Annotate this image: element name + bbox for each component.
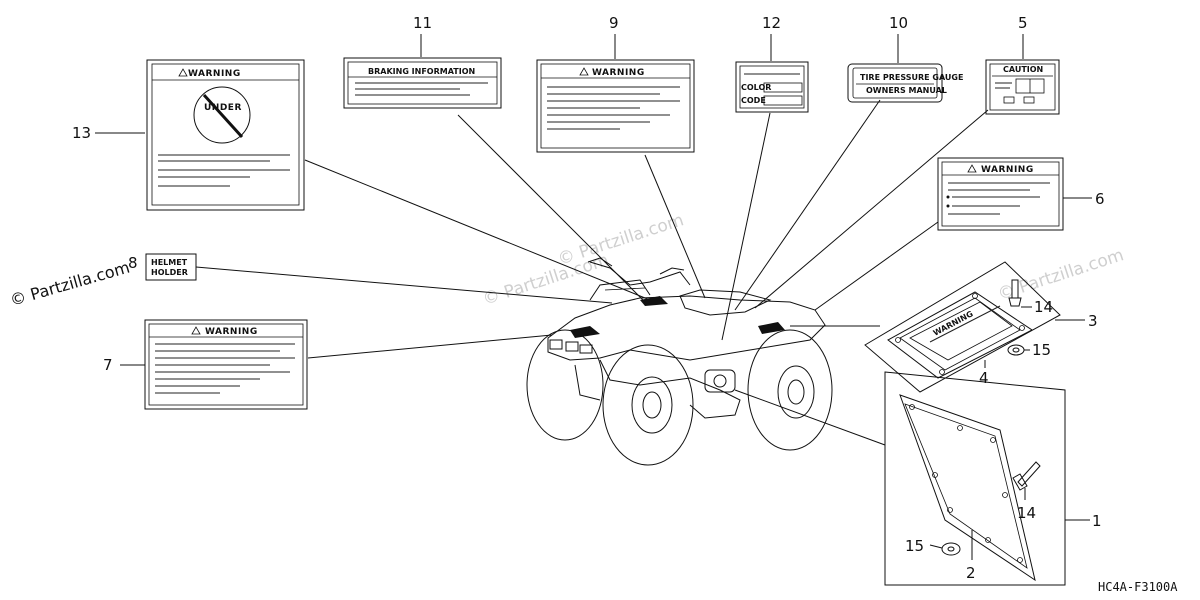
warning-label-7: WARNING: [144, 319, 308, 410]
warning-label-13: WARNING UNDER: [146, 59, 305, 211]
callout-9: 9: [609, 14, 619, 32]
bracket-assembly-1: [884, 371, 1066, 586]
callout-14-bottom: 14: [1017, 504, 1036, 522]
warning-label-6: WARNING: [937, 157, 1064, 231]
under-text: UNDER: [204, 103, 242, 113]
callout-2: 2: [966, 564, 976, 582]
warning-caption: WARNING: [592, 68, 645, 78]
holder-caption: HOLDER: [151, 268, 188, 277]
leader-lines: [95, 34, 1092, 560]
callout-15-top: 15: [1032, 341, 1051, 359]
warning-caption: WARNING: [981, 165, 1034, 175]
caution-caption: CAUTION: [1003, 65, 1043, 74]
tire-caption: TIRE PRESSURE GAUGE: [860, 73, 963, 82]
braking-info-label-11: BRAKING INFORMATION: [343, 57, 502, 109]
color-caption: COLOR: [741, 83, 771, 92]
callout-14-top: 14: [1034, 298, 1053, 316]
callout-4: 4: [979, 369, 989, 387]
diagram-code: HC4A-F3100A: [1098, 580, 1178, 594]
callout-13: 13: [72, 124, 91, 142]
tire-pressure-label-10: TIRE PRESSURE GAUGE OWNERS MANUAL: [847, 63, 963, 103]
callout-3: 3: [1088, 312, 1098, 330]
watermark-text: © Partzilla.com: [555, 210, 686, 270]
code-caption: CODE: [741, 96, 766, 105]
callout-12: 12: [762, 14, 781, 32]
callout-5: 5: [1018, 14, 1028, 32]
copyright-text: © Partzilla.com: [8, 258, 132, 310]
callout-1: 1: [1092, 512, 1102, 530]
warning-label-9: WARNING: [536, 59, 695, 153]
callout-7: 7: [103, 356, 113, 374]
owners-manual-caption: OWNERS MANUAL: [866, 86, 947, 95]
helmet-caption: HELMET: [151, 258, 188, 267]
atv-illustration: [526, 257, 833, 466]
callout-15-bottom: 15: [905, 537, 924, 555]
callout-10: 10: [889, 14, 908, 32]
caution-label-5: CAUTION: [985, 59, 1060, 115]
callout-11: 11: [413, 14, 432, 32]
braking-caption: BRAKING INFORMATION: [368, 67, 475, 76]
color-code-label-12: COLOR CODE: [735, 61, 809, 113]
callout-6: 6: [1095, 190, 1105, 208]
warning-caption: WARNING: [205, 327, 258, 337]
watermark-text: © Partzilla.com: [995, 245, 1126, 305]
warning-caption: WARNING: [188, 69, 241, 79]
helmet-holder-label-8: HELMET HOLDER: [145, 253, 197, 281]
callout-numbers: 13 11 9 12 10 5 6 8 7 3 14 15 4 1 14 15 …: [72, 14, 1105, 582]
callout-8: 8: [128, 254, 138, 272]
